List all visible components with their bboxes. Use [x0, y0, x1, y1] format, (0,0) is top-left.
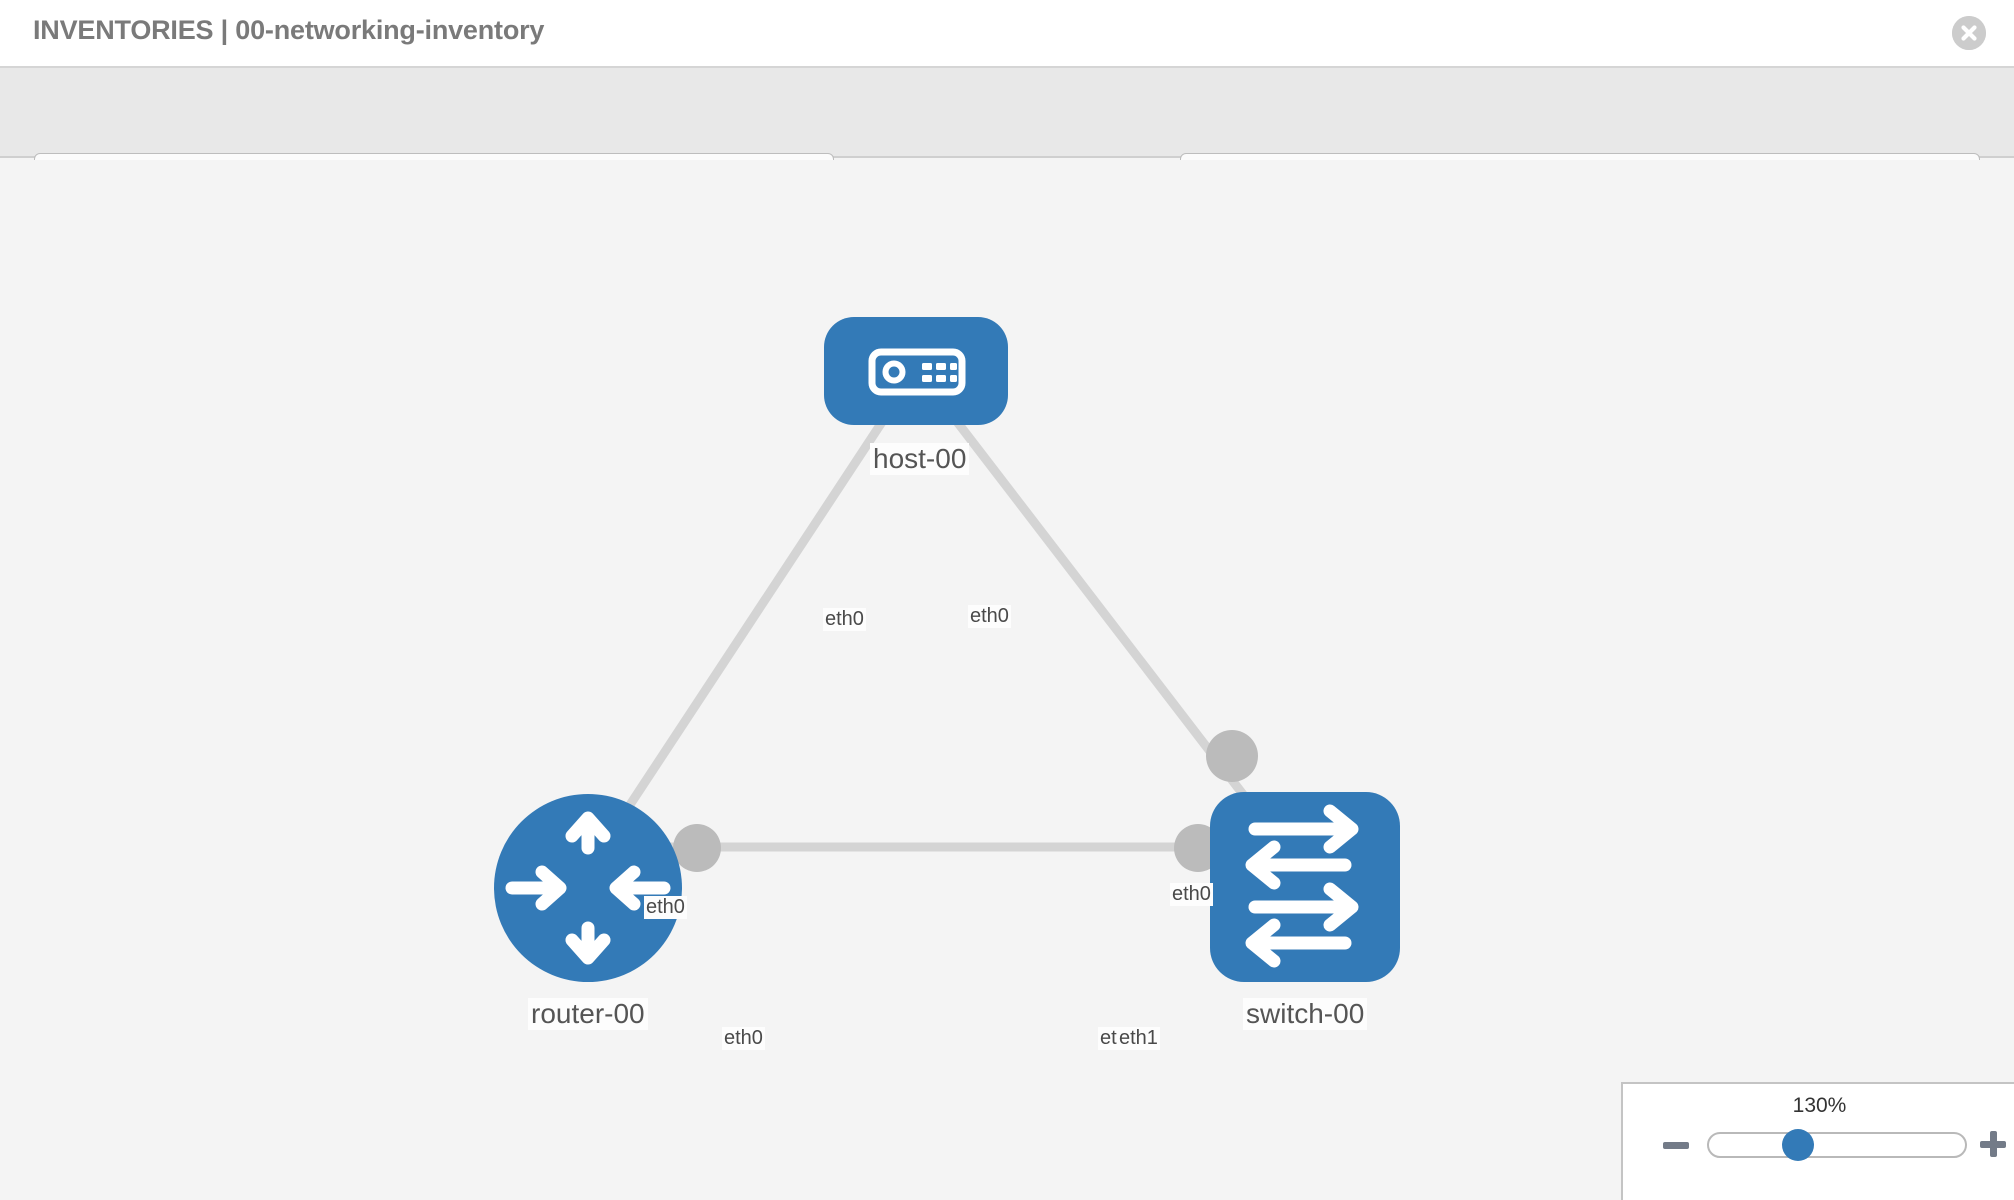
- server-device-icon: [868, 348, 966, 396]
- topology-canvas[interactable]: host-00 router-00 switch-00 eth0 eth0 et…: [0, 160, 2014, 1200]
- node-label-switch-00: switch-00: [1243, 998, 1368, 1030]
- toolbar: ACTIONS SEARC: [0, 68, 2014, 209]
- zoom-level-value: 130%: [1792, 1094, 1847, 1117]
- topology-links: [600, 407, 1290, 852]
- iface-label-switch00-eth1: eth1: [1117, 1027, 1160, 1050]
- iface-label-router00-uplink: eth0: [644, 896, 687, 919]
- link-host00-switch00: [944, 407, 1259, 813]
- node-switch-00: [1210, 792, 1400, 982]
- zoom-out-button[interactable]: [1663, 1142, 1689, 1149]
- topology-graph: [494, 317, 1400, 982]
- port-switch00-eth0: [1206, 730, 1258, 782]
- iface-label-host00-left: eth0: [823, 608, 866, 631]
- zoom-in-button[interactable]: [1980, 1131, 2006, 1157]
- page-title: INVENTORIES | 00-networking-inventory: [33, 15, 545, 45]
- zoom-control-panel: 130%: [1621, 1082, 2014, 1200]
- page-header: INVENTORIES | 00-networking-inventory: [0, 0, 2014, 68]
- node-host-00: [824, 317, 1008, 425]
- zoom-slider-handle[interactable]: [1782, 1129, 1814, 1161]
- link-host00-router00: [616, 407, 894, 823]
- node-label-router-00: router-00: [528, 998, 648, 1030]
- router-arrows-icon: [505, 811, 671, 965]
- switch-arrows-icon: [1245, 804, 1359, 968]
- zoom-slider-track[interactable]: [1707, 1132, 1967, 1158]
- node-router-00: [494, 794, 682, 982]
- node-label-host-00: host-00: [870, 443, 970, 475]
- iface-label-host00-right: eth0: [968, 605, 1011, 628]
- iface-label-router00-eth0: eth0: [722, 1027, 765, 1050]
- port-router00-eth0: [673, 824, 721, 872]
- close-icon[interactable]: [1952, 16, 1986, 50]
- iface-label-switch00-uplink: eth0: [1170, 883, 1213, 906]
